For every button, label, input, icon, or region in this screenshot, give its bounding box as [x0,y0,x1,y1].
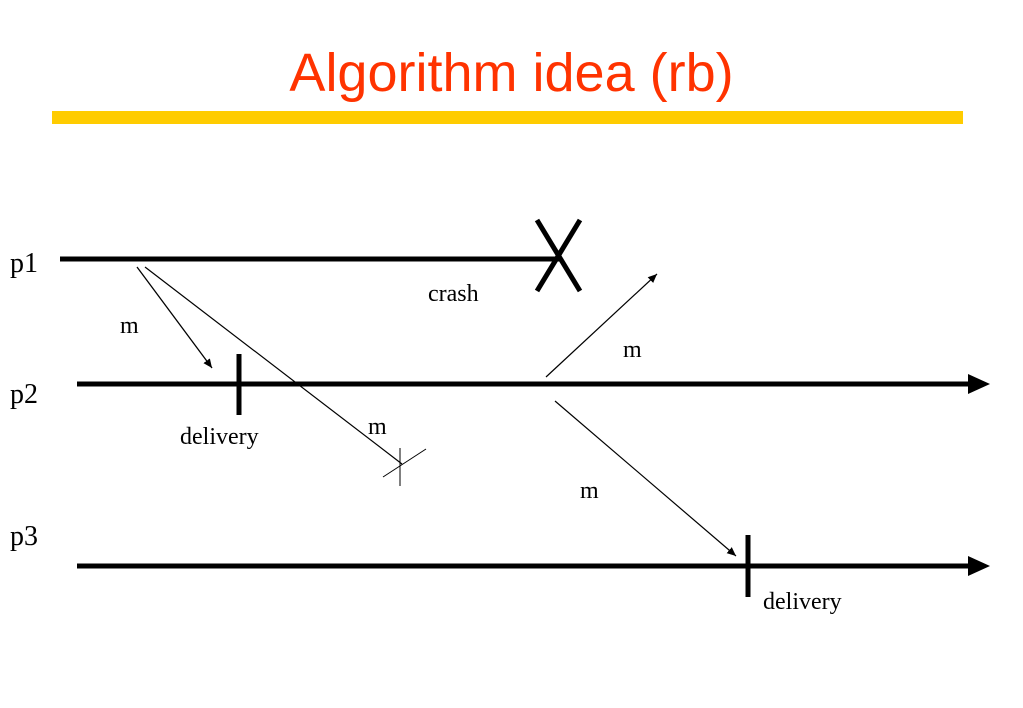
message-arrow-p2-p3 [554,400,737,557]
crash-label: crash [428,281,479,307]
crash-mark [534,218,583,293]
delivery-label-p2: delivery [180,424,259,450]
lost-message-mark [382,448,427,486]
process-label-p3: p3 [10,521,38,552]
timeline-p3 [77,556,990,576]
process-label-p1: p1 [10,248,38,279]
message-label-m4: m [580,478,599,504]
message-label-m3: m [623,337,642,363]
message-label-m1: m [120,313,139,339]
delivery-label-p3: delivery [763,589,842,615]
message-arrow-p2-p1 [545,273,658,378]
page-title: Algorithm idea (rb) [289,43,734,103]
message-line-p1-p3-lost [144,266,403,465]
title-underline [52,111,963,124]
message-arrow-p1-p2 [136,266,213,369]
message-label-m2: m [368,414,387,440]
process-label-p2: p2 [10,379,38,410]
timeline-p2 [77,374,990,394]
